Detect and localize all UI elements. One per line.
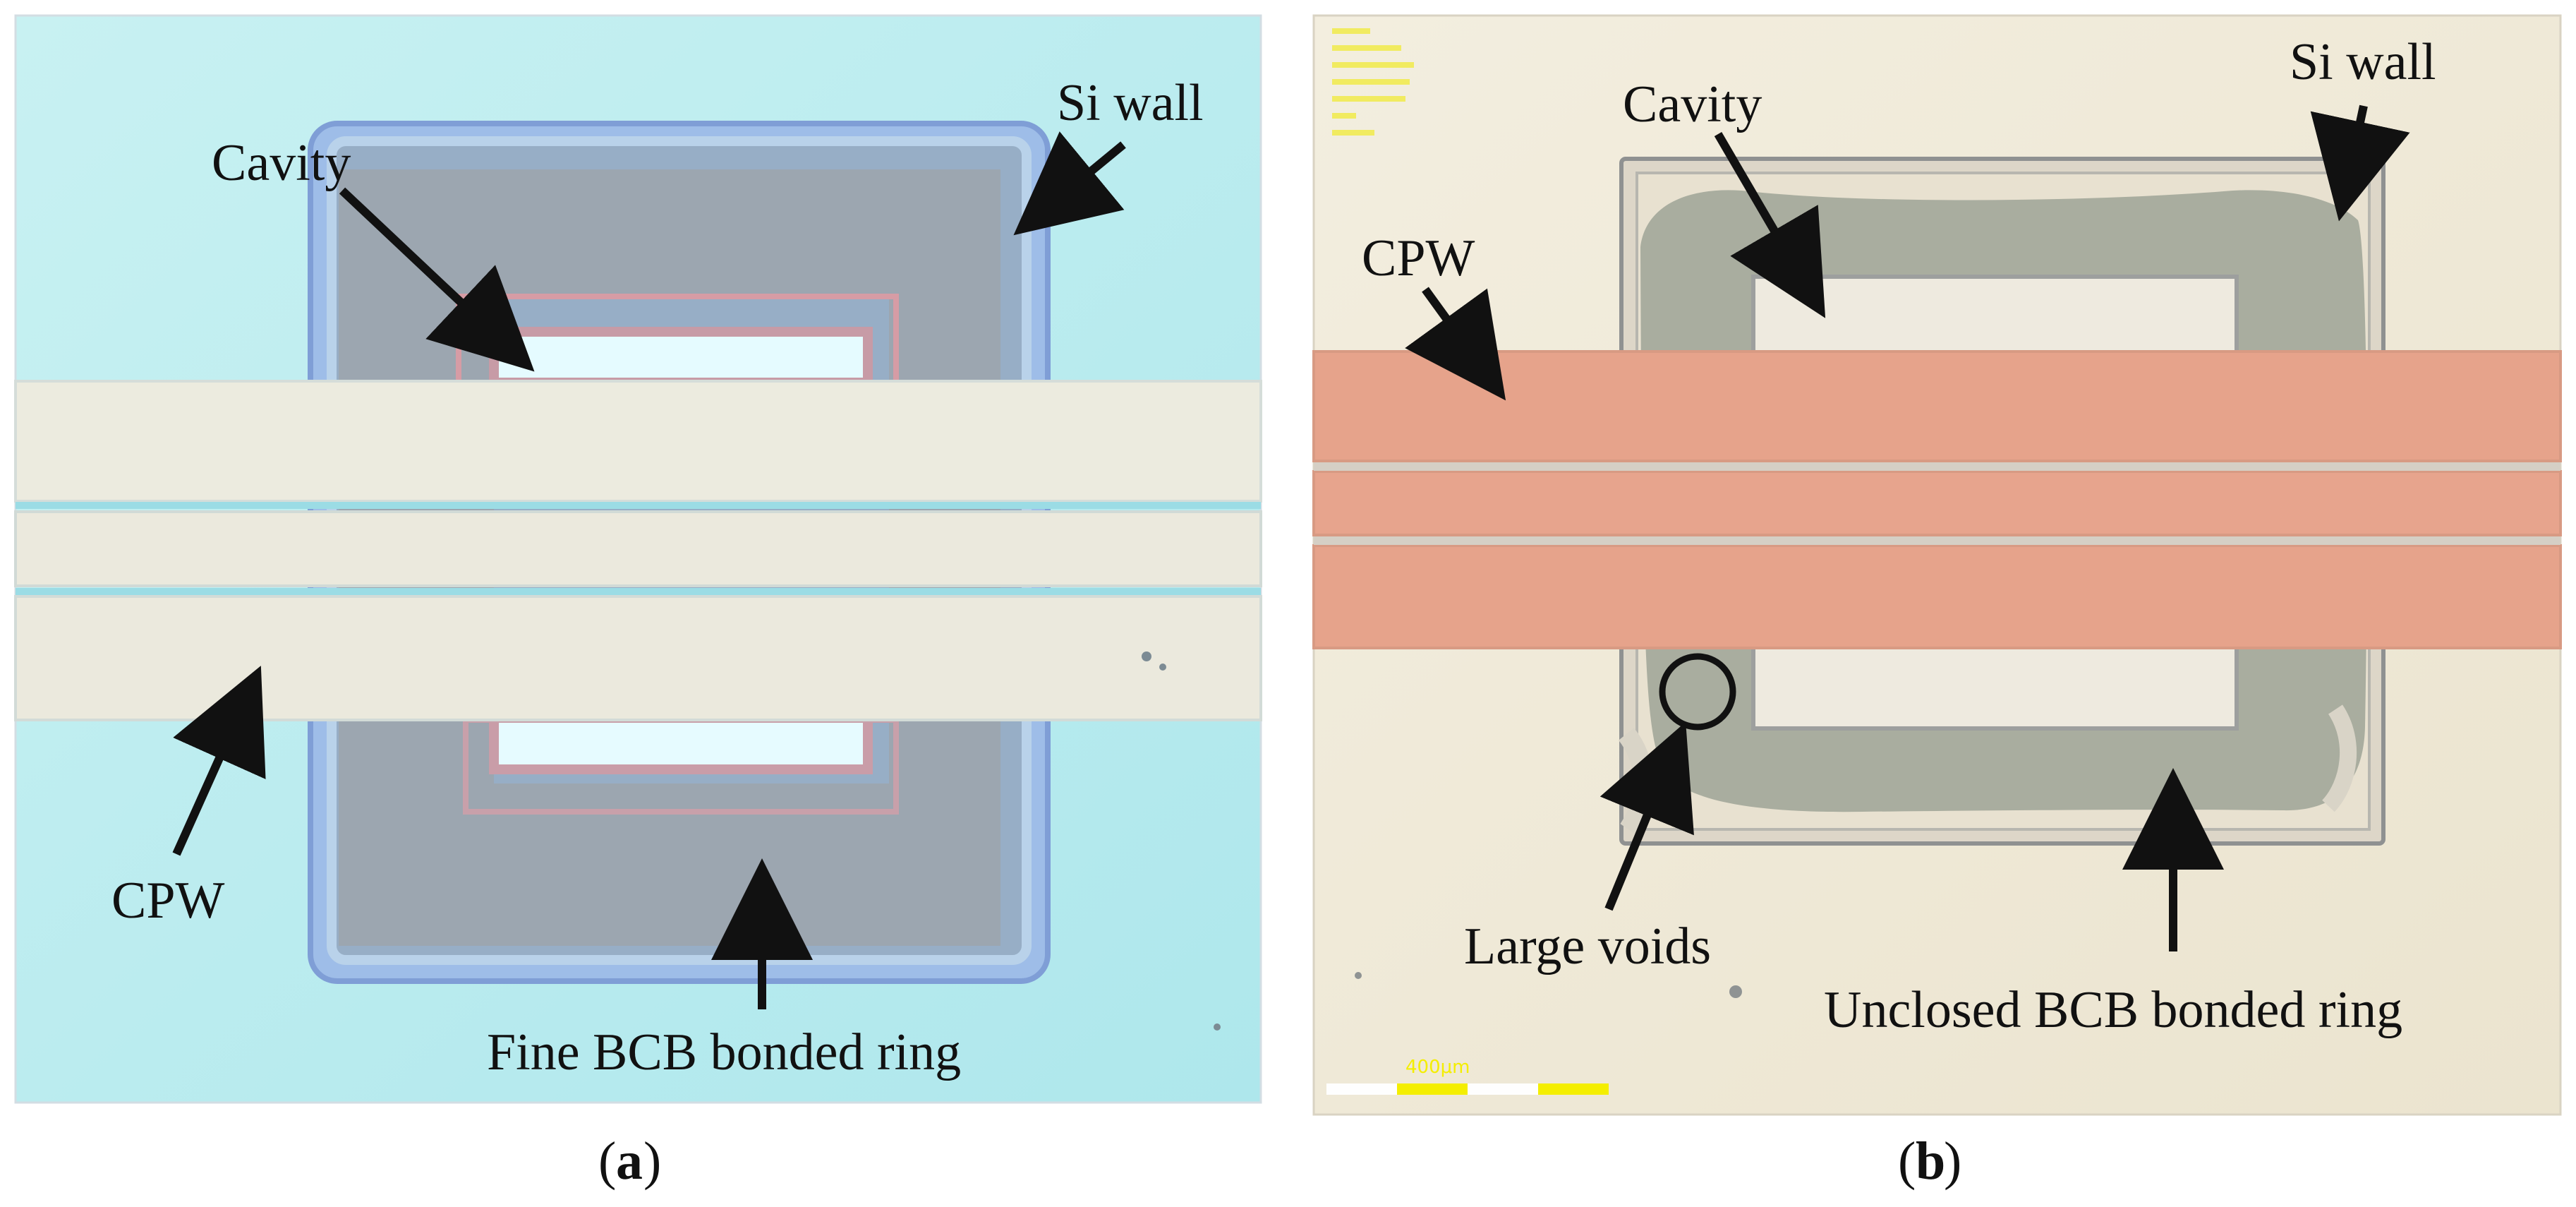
panel-b-void-marker	[1659, 653, 1736, 731]
panel-b-si-wall-label: Si wall	[2290, 33, 2436, 91]
caption-b-close-paren: )	[1944, 1131, 1961, 1191]
panel-b-microscope-overlay	[1332, 28, 1414, 136]
panel-b-ring-label: Unclosed BCB bonded ring	[1824, 981, 2402, 1039]
panel-b-info-line	[1332, 45, 1401, 51]
panel-b-cpw-label: CPW	[1362, 229, 1475, 287]
panel-a-cpw-middle	[14, 510, 1262, 587]
panel-b-si-wall-arrow	[2310, 104, 2410, 222]
panel-b-cpw-top	[1312, 350, 2562, 462]
panel-a-cavity-arrow	[339, 187, 535, 372]
panel-a-cpw-bottom	[14, 595, 1262, 721]
panel-b-info-line	[1332, 28, 1370, 34]
panel-b-info-line	[1332, 113, 1356, 119]
panel-a-si-wall-arrow	[1013, 131, 1126, 236]
panel-a-particle	[1214, 1023, 1221, 1031]
scale-bar-label: 400μm	[1405, 1057, 1470, 1078]
panel-a-cavity-top	[489, 327, 873, 388]
panel-b-cpw-middle	[1312, 470, 2562, 536]
panel-b: Cavity Si wall CPW Large voids Unclosed …	[1312, 14, 2562, 1116]
caption-a: ( a )	[598, 1131, 661, 1191]
panel-b-info-line	[1332, 96, 1405, 102]
caption-a-close-paren: )	[643, 1131, 661, 1191]
panel-b-cpw-bottom	[1312, 544, 2562, 649]
panel-b-cpw-arrow	[1405, 287, 1506, 401]
panel-a-si-wall-label: Si wall	[1057, 74, 1204, 132]
scale-bar-segment	[1326, 1083, 1397, 1095]
panel-a-cavity-label: Cavity	[212, 134, 351, 192]
panel-b-bcb-ring	[1640, 190, 2367, 812]
panel-b-cavity-label: Cavity	[1623, 76, 1762, 133]
panel-b-scale-bar: 400μm	[1326, 1057, 1609, 1095]
panel-a-cpw-label: CPW	[111, 872, 225, 930]
panel-a-particle	[1159, 663, 1166, 671]
panel-b-voids-label: Large voids	[1464, 918, 1711, 975]
panel-a-cpw-top	[14, 380, 1262, 503]
panel-b-info-line	[1332, 130, 1374, 136]
panel-b-particle	[1355, 972, 1362, 979]
panel-b-info-line	[1332, 62, 1414, 68]
caption-b-letter: b	[1916, 1131, 1945, 1191]
caption-a-open-paren: (	[598, 1131, 616, 1191]
scale-bar-segment	[1468, 1083, 1538, 1095]
scale-bar-segment	[1538, 1083, 1609, 1095]
panel-b-cpw	[1312, 350, 2562, 649]
panel-b-open-gap	[2321, 704, 2357, 812]
panel-a-ring-label: Fine BCB bonded ring	[487, 1023, 961, 1081]
panel-a-cpw	[14, 380, 1262, 721]
caption-a-letter: a	[616, 1131, 643, 1191]
panel-a: Cavity Si wall CPW Fine BCB bonded ring	[14, 14, 1262, 1104]
scale-bar-segment	[1397, 1083, 1468, 1095]
panel-b-cavity-arrow	[1714, 131, 1826, 318]
panel-a-particle	[1142, 651, 1151, 661]
panel-b-voids-arrow	[1600, 721, 1694, 911]
panel-b-particle	[2159, 801, 2166, 808]
panel-a-cpw-arrow	[172, 666, 266, 856]
caption-b: ( b )	[1898, 1131, 1961, 1191]
panel-b-particle	[2181, 810, 2187, 815]
caption-b-open-paren: (	[1898, 1131, 1916, 1191]
panel-b-particle	[1729, 985, 1742, 998]
panel-b-info-line	[1332, 79, 1410, 85]
